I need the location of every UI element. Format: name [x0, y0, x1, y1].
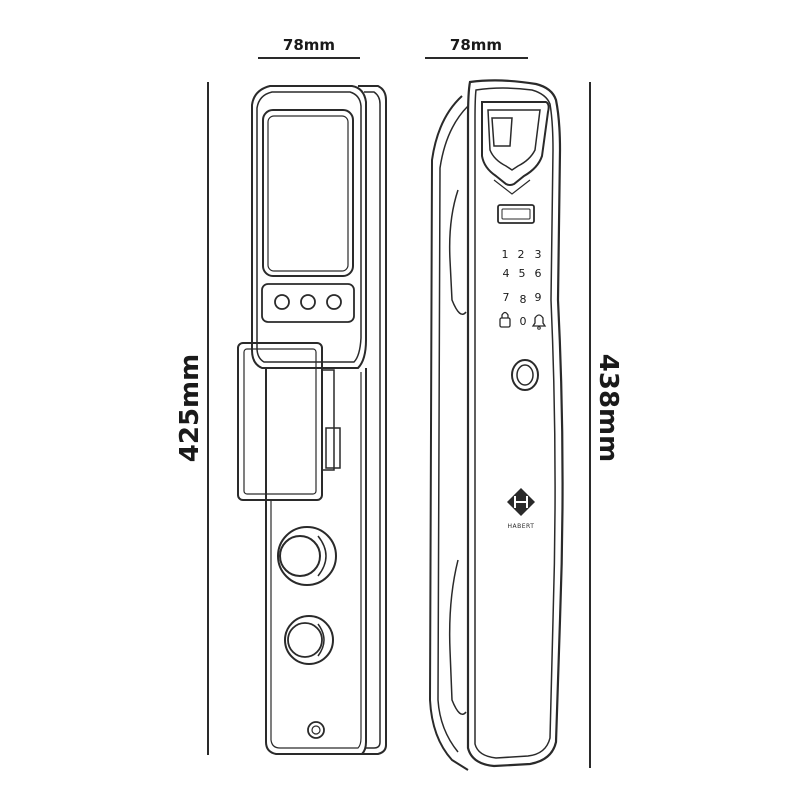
back-width-dimension: 78mm [258, 36, 360, 59]
front-width-label: 78mm [450, 36, 502, 54]
fingerprint-sensor [511, 359, 539, 391]
back-height-dimension: 425mm [175, 82, 209, 755]
back-button-bar [261, 283, 355, 323]
key-2: 2 [518, 248, 525, 261]
key-7: 7 [503, 291, 510, 304]
back-button-1 [274, 294, 290, 310]
back-panel [237, 85, 387, 755]
screw-hole [307, 721, 325, 739]
key-cylinder-knob [284, 615, 334, 665]
lock-icon [499, 311, 511, 328]
thumb-turn-knob [277, 526, 337, 586]
key-6: 6 [535, 267, 542, 280]
key-1: 1 [502, 248, 509, 261]
key-5: 5 [519, 267, 526, 280]
key-4: 4 [503, 267, 510, 280]
status-display [497, 204, 535, 224]
key-8: 8 [520, 293, 527, 306]
back-height-label: 425mm [175, 354, 205, 462]
back-screen [262, 109, 354, 277]
face-camera [481, 101, 550, 186]
key-0: 0 [520, 315, 527, 328]
back-button-2 [300, 294, 316, 310]
keypad: 1 2 3 4 5 6 7 8 9 0 [499, 248, 547, 330]
front-height-dimension: 438mm [589, 82, 623, 768]
front-height-label: 438mm [593, 354, 623, 462]
battery-cover [237, 342, 323, 501]
key-3: 3 [535, 248, 542, 261]
front-width-dimension: 78mm [425, 36, 528, 59]
back-button-3 [326, 294, 342, 310]
back-width-label: 78mm [283, 36, 335, 54]
brand-logo: HABERT [507, 488, 535, 530]
brand-logo-text: HABERT [508, 523, 535, 530]
front-panel: 1 2 3 4 5 6 7 8 9 0 [428, 79, 564, 771]
key-9: 9 [535, 291, 542, 304]
bell-icon [531, 314, 547, 330]
